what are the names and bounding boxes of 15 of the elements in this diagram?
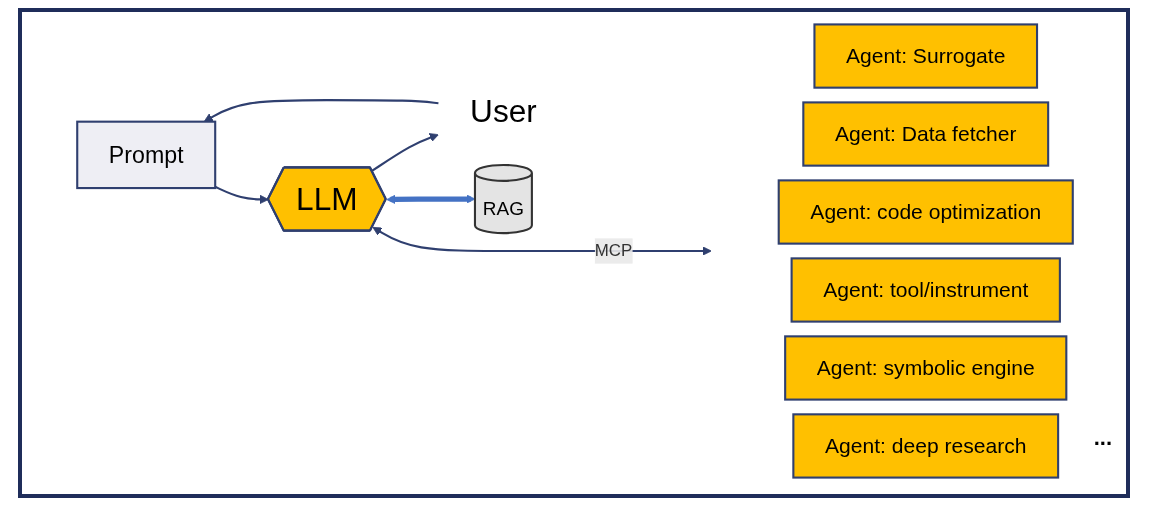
process-box: Agent: deep research <box>792 413 1060 479</box>
hexagon-node: LLM <box>266 166 387 232</box>
process-box: Agent: Surrogate <box>813 23 1039 89</box>
ellipsis-text: ... <box>1093 425 1112 451</box>
database-cylinder: RAG <box>473 163 533 235</box>
arrow <box>386 194 476 204</box>
process-box: Agent: symbolic engine <box>784 335 1068 401</box>
process-box: Agent: Data fetcher <box>802 101 1050 167</box>
arrow <box>371 133 439 172</box>
process-box: Agent: code optimization <box>777 179 1074 245</box>
arrow <box>214 185 269 205</box>
process-box: Agent: tool/instrument <box>790 257 1061 323</box>
node-text: User <box>470 93 537 129</box>
process-box: Prompt <box>76 120 217 190</box>
arrow <box>372 226 712 256</box>
